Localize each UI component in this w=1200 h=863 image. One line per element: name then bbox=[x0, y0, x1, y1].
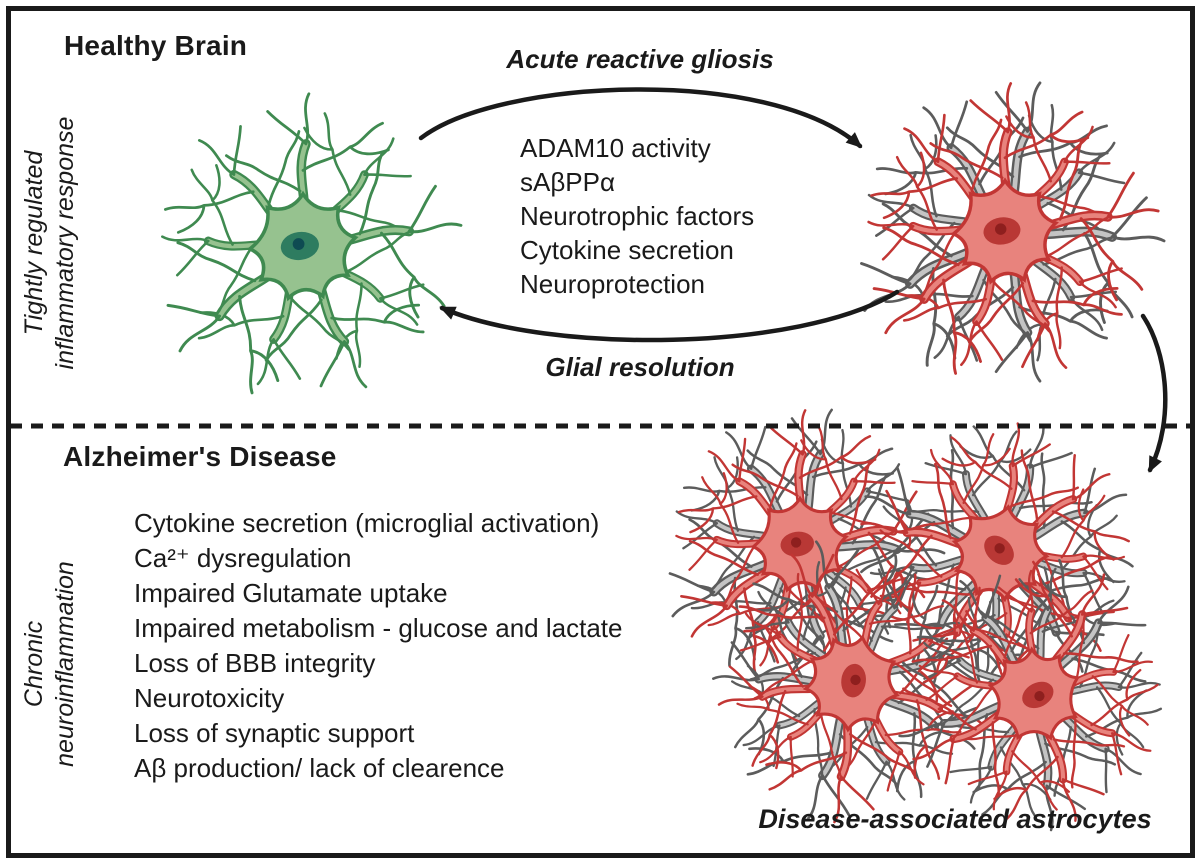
disease-side-label: Chronic neuroinflammation bbox=[19, 514, 113, 814]
healthy-side-label-line2: inflammatory response bbox=[50, 116, 79, 370]
list-item: Aβ production/ lack of clearence bbox=[134, 753, 505, 783]
list-item: Loss of synaptic support bbox=[134, 718, 415, 748]
glial-resolution-label: Glial resolution bbox=[545, 352, 735, 382]
disease-astrocyte-4 bbox=[890, 550, 1180, 840]
list-item: Neurotoxicity bbox=[134, 683, 285, 713]
list-item: sAβPPα bbox=[520, 167, 616, 197]
healthy-mediators-list: ADAM10 activity sAβPPα Neurotrophic fact… bbox=[520, 131, 754, 301]
list-item: Cytokine secretion bbox=[520, 235, 734, 265]
list-item: Neurotrophic factors bbox=[520, 201, 755, 231]
list-item: Cytokine secretion (microglial activatio… bbox=[134, 508, 600, 538]
list-item: Impaired Glutamate uptake bbox=[134, 578, 448, 608]
healthy-side-label-line1: Tightly regulated bbox=[20, 150, 48, 336]
list-item: ADAM10 activity bbox=[520, 133, 711, 163]
healthy-section-title: Healthy Brain bbox=[64, 30, 248, 61]
disease-features-list: Cytokine secretion (microglial activatio… bbox=[134, 506, 622, 786]
list-item: Neuroprotection bbox=[520, 269, 705, 299]
disease-side-label-line1: Chronic bbox=[20, 620, 48, 708]
reactive-astrocyte bbox=[845, 72, 1165, 392]
healthy-astrocyte bbox=[138, 82, 468, 412]
list-item: Loss of BBB integrity bbox=[134, 648, 376, 678]
healthy-side-label: Tightly regulated inflammatory response bbox=[19, 93, 113, 393]
acute-reactive-gliosis-label: Acute reactive gliosis bbox=[506, 44, 774, 74]
disease-astrocytes-label: Disease-associated astrocytes bbox=[758, 804, 1152, 834]
list-item: Ca²⁺ dysregulation bbox=[134, 543, 352, 573]
list-item: Impaired metabolism - glucose and lactat… bbox=[134, 613, 623, 643]
disease-side-label-line2: neuroinflammation bbox=[50, 561, 79, 767]
disease-section-title: Alzheimer's Disease bbox=[63, 441, 337, 472]
